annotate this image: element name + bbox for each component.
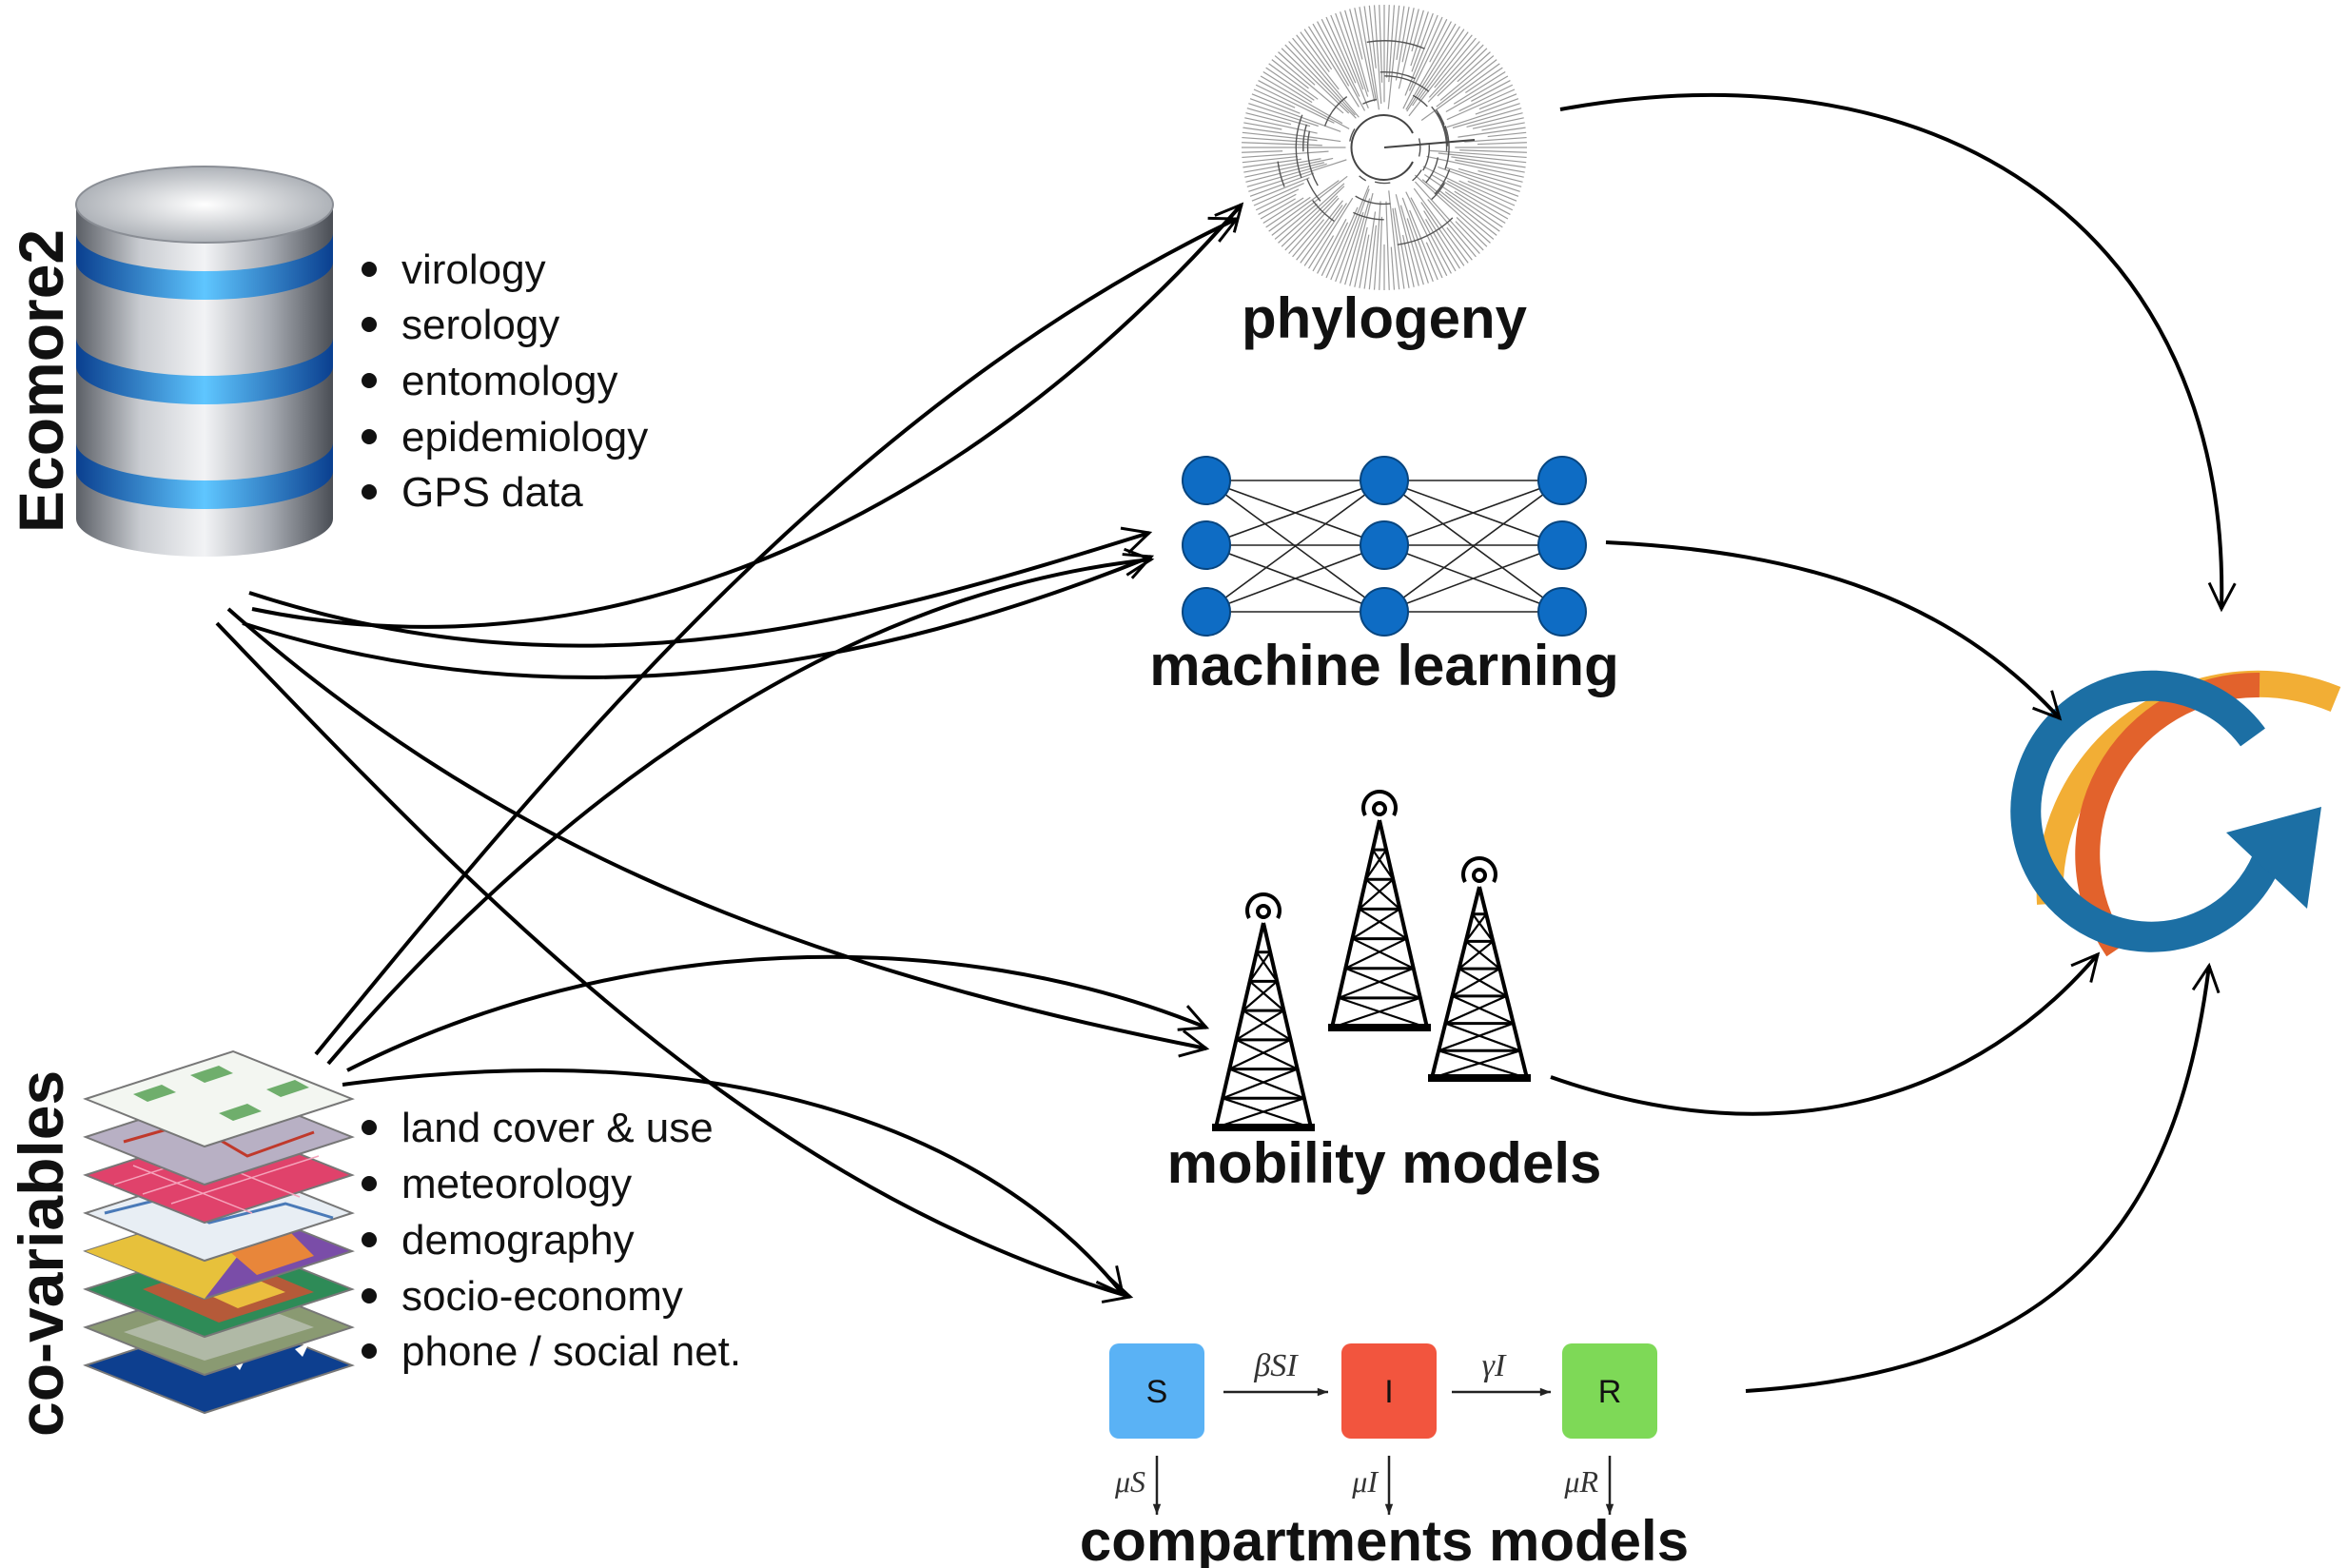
list-item: virology <box>401 246 546 293</box>
state-i-label: I <box>1384 1374 1393 1410</box>
nn-node <box>1537 587 1587 637</box>
list-item: land cover & use <box>401 1105 714 1151</box>
list-item: entomology <box>401 358 617 404</box>
database-stack-icon <box>75 166 334 557</box>
list-item: socio-economy <box>401 1273 683 1320</box>
arrow-db-to-phylogeny <box>251 202 1244 629</box>
database-title: Ecomore2 <box>6 229 76 533</box>
nn-node <box>1182 456 1231 505</box>
tower-icon <box>1212 892 1315 1131</box>
arrow-db-to-ml-2 <box>242 553 1155 679</box>
transition-ir: γI <box>1482 1348 1507 1383</box>
arrow-cov-to-mobility <box>346 954 1210 1072</box>
arrow-ml-to-logo <box>1605 540 2063 721</box>
mobility-label: mobility models <box>1167 1131 1602 1195</box>
outflow-s: μS <box>1114 1464 1145 1499</box>
arrow-db-to-compartments <box>215 621 1134 1303</box>
tower-icon <box>1428 856 1531 1082</box>
state-s-box <box>1109 1343 1204 1439</box>
machine-learning-label: machine learning <box>1149 634 1618 697</box>
covariables-title: co-variables <box>6 1070 76 1437</box>
arrow-cov-to-ml <box>326 547 1155 1066</box>
compartments-label: compartments models <box>1080 1509 1689 1568</box>
arrow-phylogeny-to-logo <box>1559 93 2237 613</box>
state-s-label: S <box>1146 1374 1168 1410</box>
state-i-box <box>1341 1343 1437 1439</box>
list-item: demography <box>401 1217 635 1264</box>
state-r-label: R <box>1598 1374 1622 1410</box>
arrow-compartments-to-logo <box>1745 962 2221 1393</box>
covariables-items: land cover & use meteorology demography … <box>362 1105 741 1375</box>
nn-node <box>1360 520 1409 570</box>
map-layers-icon <box>83 1049 355 1415</box>
arrow-db-to-ml <box>248 526 1153 648</box>
arrow-cov-to-compartments <box>342 1068 1125 1297</box>
nn-node <box>1537 520 1587 570</box>
outflow-i: μI <box>1351 1464 1379 1499</box>
arrow-mobility-to-logo <box>1550 951 2101 1116</box>
arrow-cov-to-phylogeny <box>314 216 1241 1056</box>
tower-icon <box>1328 790 1431 1031</box>
sir-model: S I R βSI γI μS μI μR <box>1109 1343 1657 1515</box>
phylogeny-label: phylogeny <box>1242 286 1528 350</box>
nn-node <box>1182 587 1231 637</box>
list-item: GPS data <box>401 469 583 516</box>
arrow-db-to-mobility <box>226 607 1210 1058</box>
state-r-box <box>1562 1343 1657 1439</box>
list-item: epidemiology <box>401 414 648 461</box>
list-item: serology <box>401 302 559 348</box>
flow-arrows <box>215 93 2237 1393</box>
outflow-r: μR <box>1563 1464 1598 1499</box>
transition-si: βSI <box>1253 1348 1299 1383</box>
nn-node <box>1360 456 1409 505</box>
nn-node <box>1537 456 1587 505</box>
nn-node <box>1360 587 1409 637</box>
database-items: virology serology entomology epidemiolog… <box>362 246 648 516</box>
phylogenetic-tree-icon <box>1242 5 1527 290</box>
radio-tower-icon <box>1212 790 1531 1131</box>
list-item: phone / social net. <box>401 1328 741 1375</box>
nn-node <box>1182 520 1231 570</box>
neural-network-icon <box>1182 456 1587 637</box>
circular-g-logo-icon <box>2010 670 2341 957</box>
list-item: meteorology <box>401 1161 632 1207</box>
